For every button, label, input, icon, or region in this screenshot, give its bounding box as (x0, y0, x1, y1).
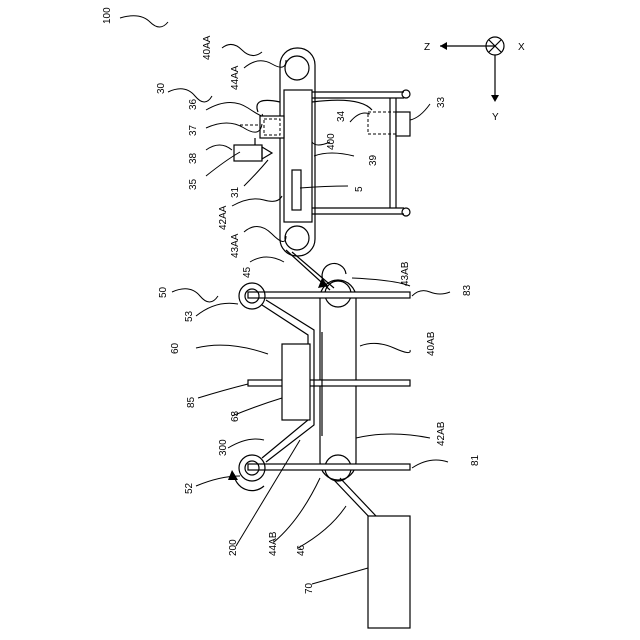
conveyor-unit-40AA (234, 48, 410, 256)
label-400: 400 (326, 133, 337, 150)
y-axis-label: Y (492, 112, 499, 123)
axis-indicator: Z X Y (424, 37, 525, 123)
label-35: 35 (188, 178, 199, 190)
bar-83 (248, 292, 410, 298)
bar-85 (248, 380, 410, 386)
label-50: 50 (158, 286, 169, 298)
label-38: 38 (188, 152, 199, 164)
label-85: 85 (186, 396, 197, 408)
part-5 (292, 170, 301, 210)
label-42AB: 42AB (436, 421, 447, 446)
label-53: 53 (184, 310, 195, 322)
label-46: 46 (296, 544, 307, 556)
label-70: 70 (304, 582, 315, 594)
label-52: 52 (184, 482, 195, 494)
label-30: 30 (156, 82, 167, 94)
label-60: 60 (170, 342, 181, 354)
label-81: 81 (470, 454, 481, 466)
roller-top (285, 56, 309, 80)
x-axis-label: X (518, 42, 525, 53)
label-100: 100 (102, 7, 113, 24)
label-33: 33 (436, 96, 447, 108)
label-40AA: 40AA (202, 35, 213, 60)
label-45: 45 (242, 266, 253, 278)
part-33 (396, 112, 410, 136)
z-axis-label: Z (424, 42, 430, 53)
label-83: 83 (462, 284, 473, 296)
label-39: 39 (368, 154, 379, 166)
label-40AB: 40AB (426, 331, 437, 356)
conveyor-unit-40AB (228, 280, 410, 520)
label-5: 5 (354, 186, 365, 192)
label-36: 36 (188, 98, 199, 110)
roller-43AA (285, 226, 309, 250)
leader-lines-upper (120, 16, 430, 262)
tip-31 (262, 147, 272, 159)
label-43AA: 43AA (230, 233, 241, 258)
label-200: 200 (228, 539, 239, 556)
unit-70 (368, 516, 410, 628)
bar-81 (248, 464, 410, 470)
label-34: 34 (336, 110, 347, 122)
label-31: 31 (230, 186, 241, 198)
label-44AA: 44AA (230, 65, 241, 90)
label-43AB: 43AB (400, 261, 411, 286)
rotation-arrow-43AB (322, 264, 346, 282)
label-63: 63 (230, 410, 241, 422)
part-63 (282, 344, 310, 420)
sensor-34 (368, 112, 396, 134)
label-300: 300 (218, 439, 229, 456)
label-42AA: 42AA (218, 205, 229, 230)
label-44AB: 44AB (268, 531, 279, 556)
label-37: 37 (188, 124, 199, 136)
